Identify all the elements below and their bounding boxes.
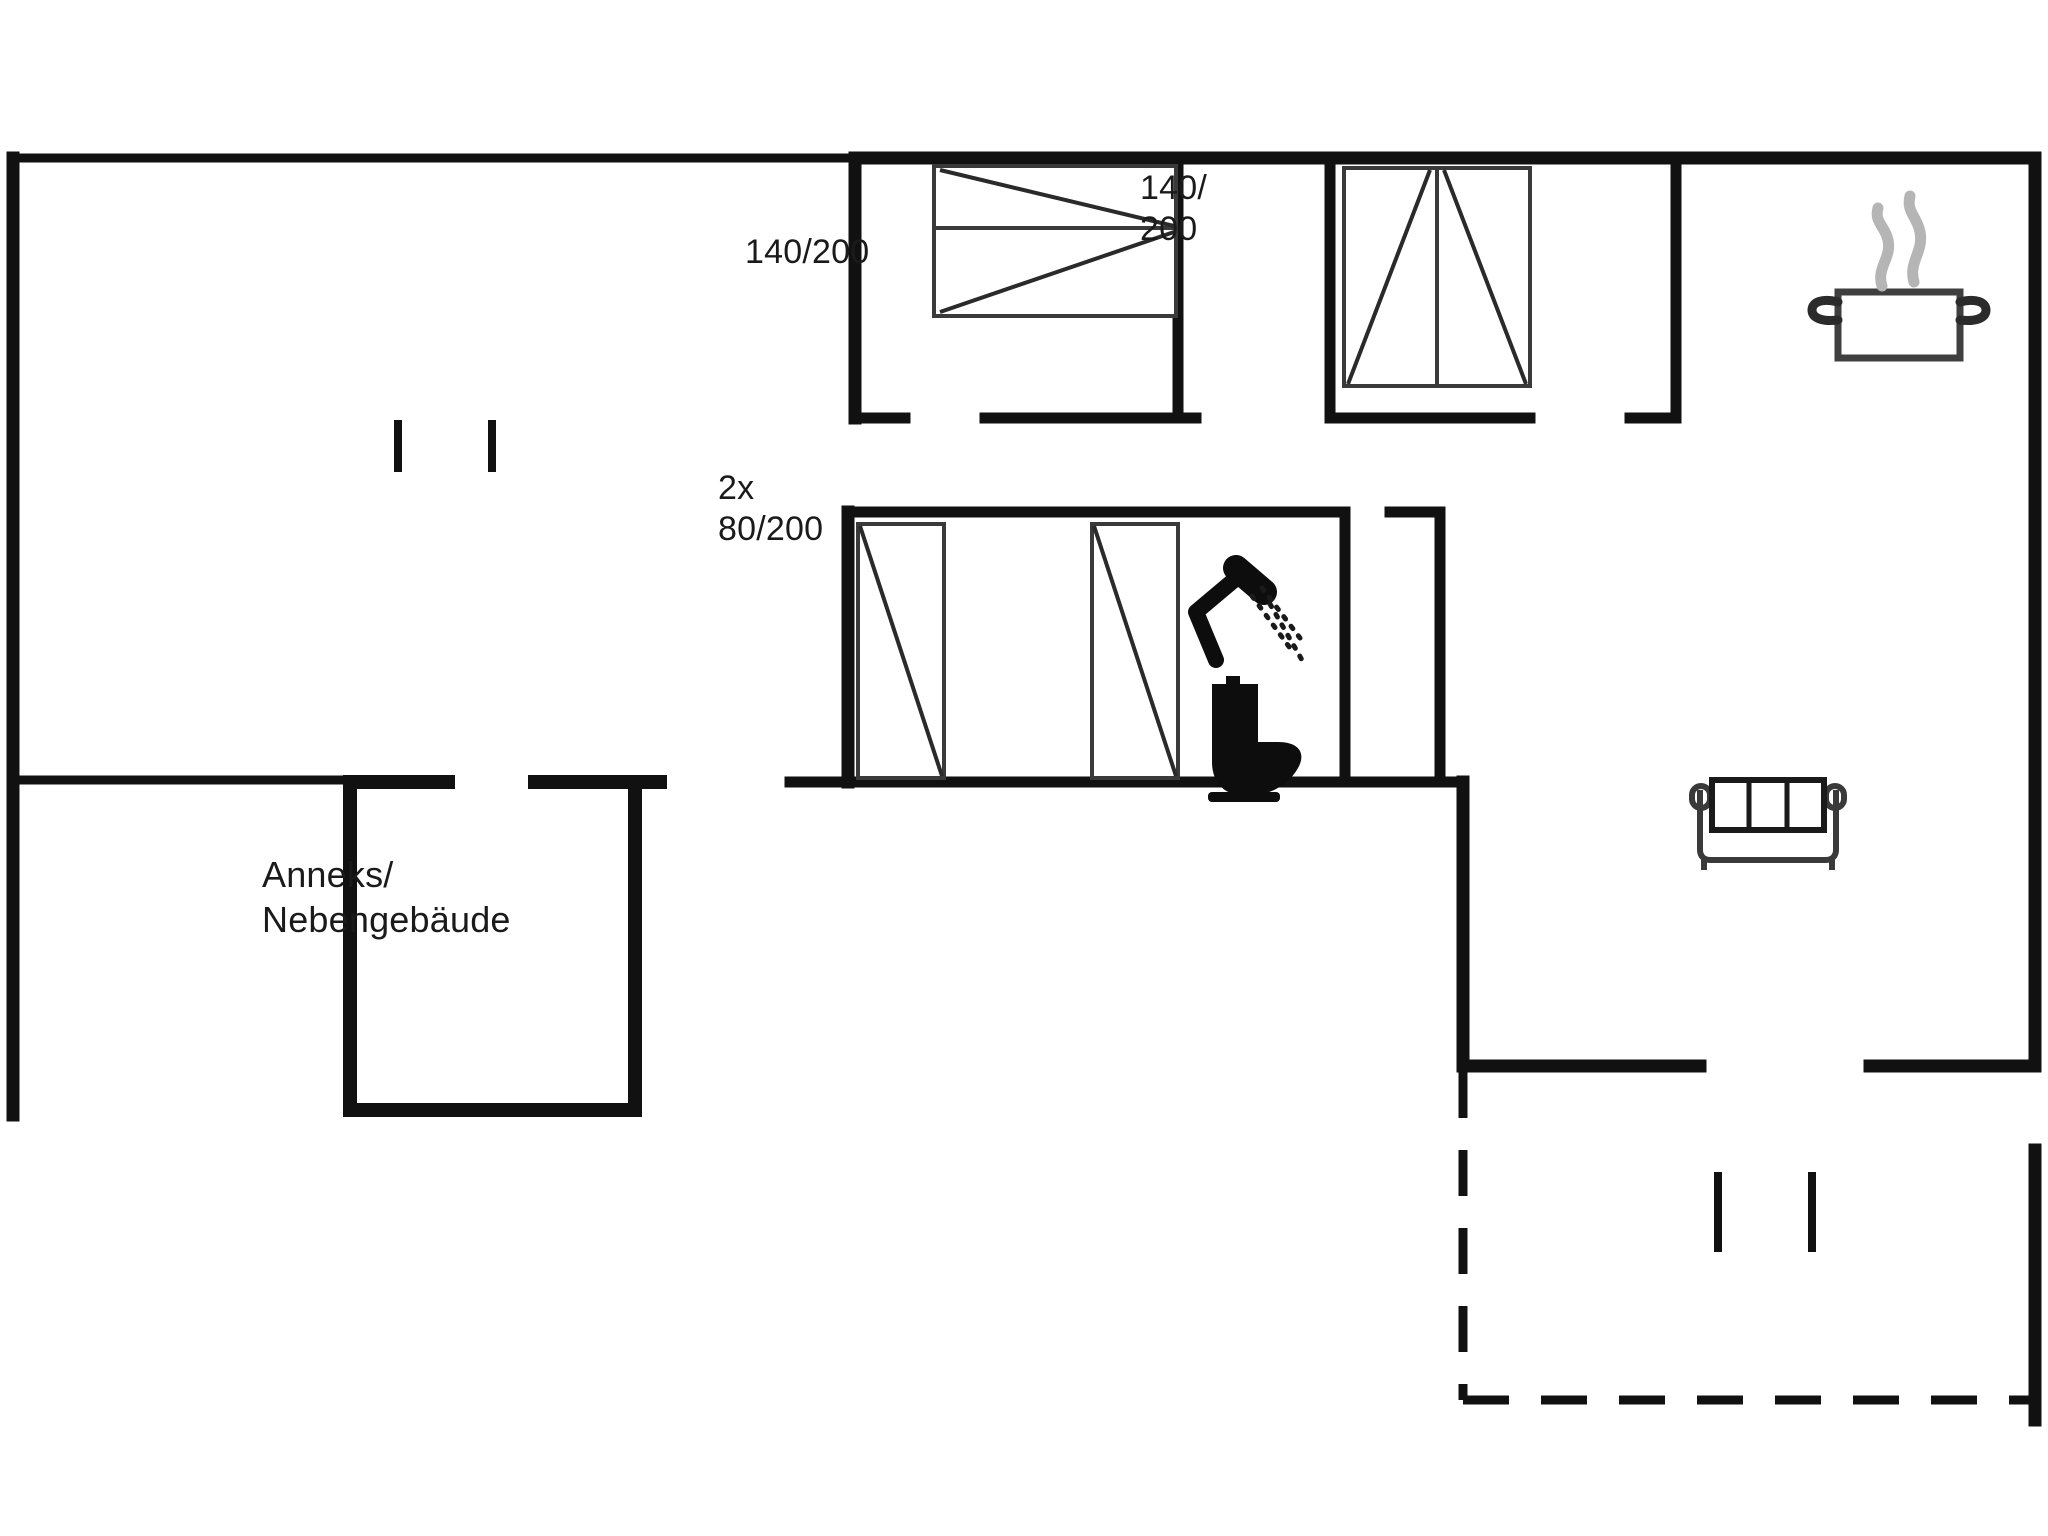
bed-80-200-right [1090,522,1180,780]
sofa-icon [1689,777,1847,870]
bed-size-label-main: 140/200 [745,233,870,271]
bed-140-200-main [932,164,1178,318]
opening-ticks [394,420,1816,1252]
annex-walls [343,775,667,1117]
terrace-boundary [1458,1072,2040,1405]
exterior-walls [6,151,2042,1427]
shower-icon [1188,555,1305,668]
bed-140-200-second [1342,166,1532,388]
annex-label: Anneks/ Nebengebäude [262,854,511,940]
bed-80-200-left [856,522,946,780]
cooking-pot-icon [1807,190,1991,362]
toilet-icon [1208,676,1302,802]
bed-size-label-bunk: 2x 80/200 [718,469,824,549]
bed-size-label-second: 140/ 200 [1140,169,1207,249]
